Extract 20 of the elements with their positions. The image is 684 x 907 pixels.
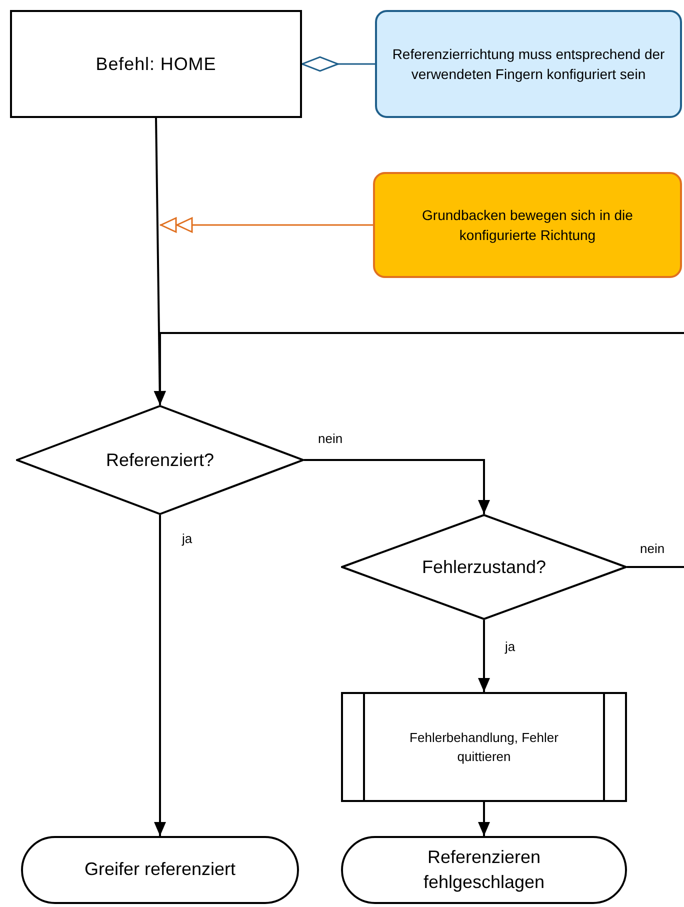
arrow [154,515,166,836]
node-text: Fehlerbehandlung, Fehler quittieren [408,728,560,766]
node-text: Greifer referenziert [83,858,237,882]
node-text: Referenzierrichtung muss entsprechend der verwendeten Fingern konfiguriert sein [391,44,666,84]
arrow [478,620,490,692]
decision-diamond [16,405,304,515]
connector-line [627,566,684,568]
arrow [304,459,490,514]
node-text: Befehl: HOME [96,52,216,76]
node-text: Fehlerzustand? [422,556,546,578]
node-text: Referenzieren fehlgeschlagen [422,846,546,894]
node-text: Referenziert? [106,448,214,472]
node-text: Grundbacken bewegen sich in die konfigurierte Richtung [421,206,634,245]
subprocess-box [341,692,627,802]
note-box [373,172,682,278]
arrow [478,802,490,836]
process-box [10,10,302,118]
note-box [375,10,682,118]
arrow [154,332,684,405]
decision-diamond [341,514,627,620]
